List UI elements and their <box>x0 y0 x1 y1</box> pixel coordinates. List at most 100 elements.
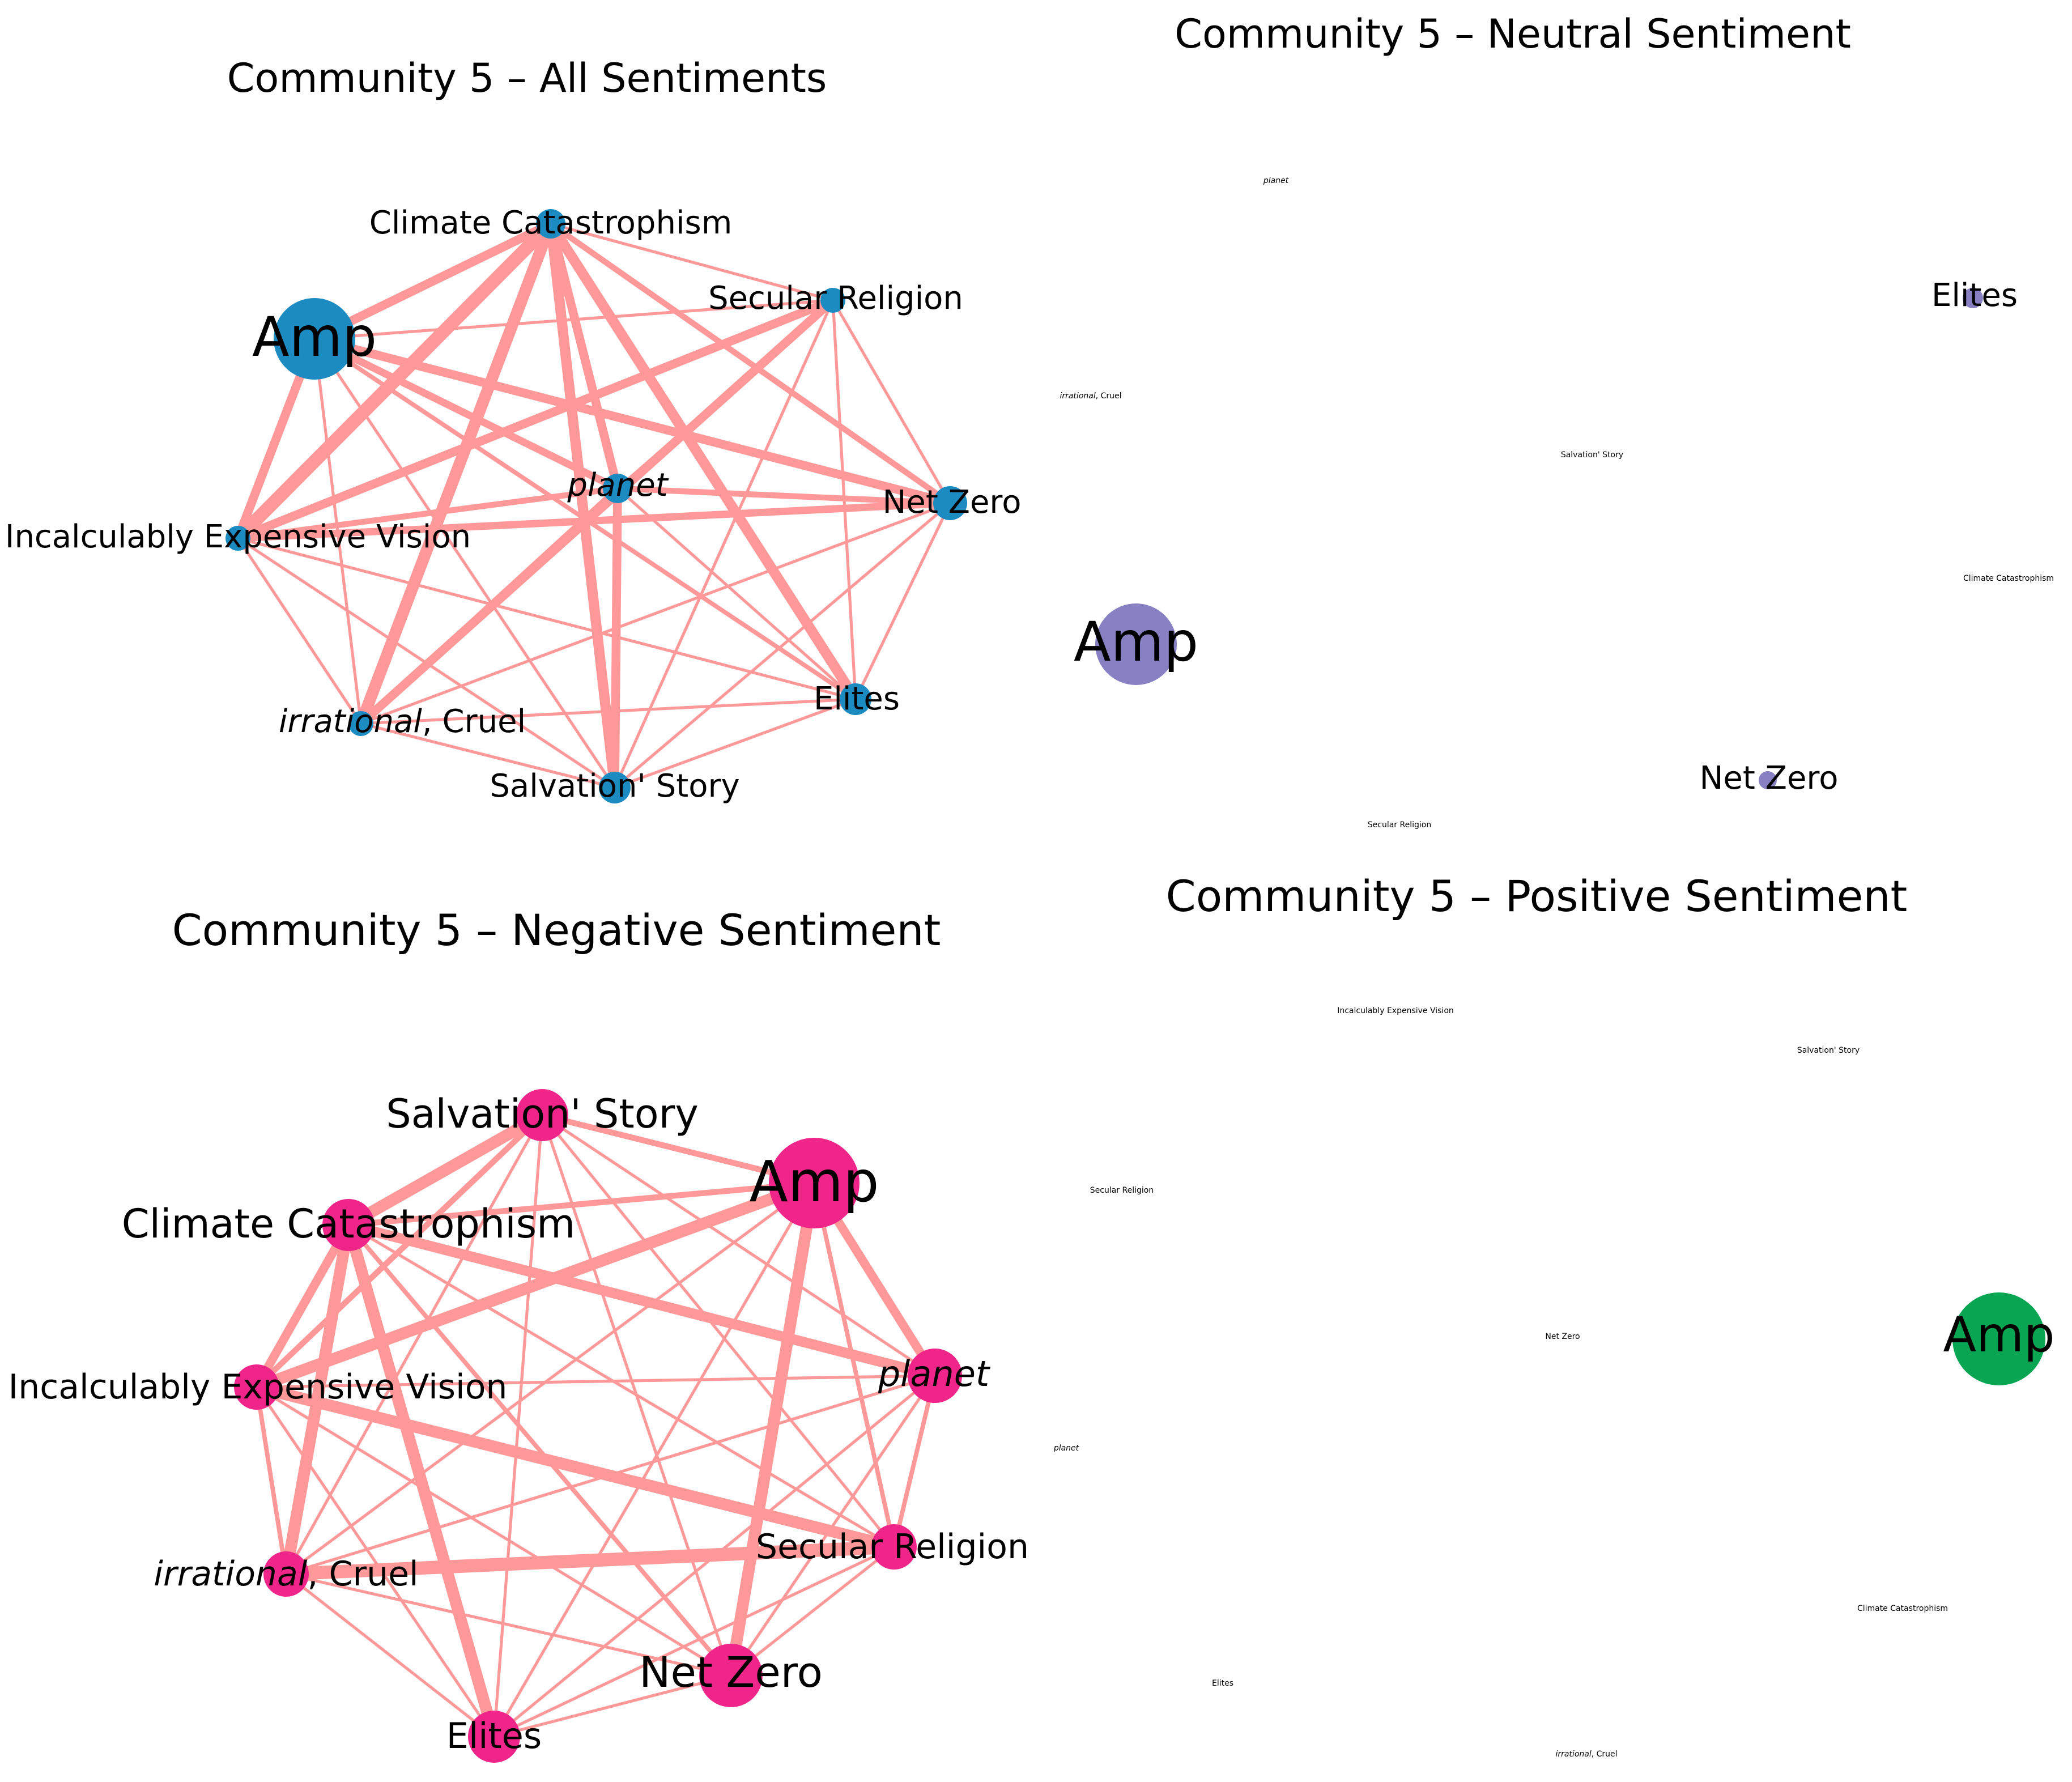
node-secular <box>871 1524 917 1570</box>
edge-incalculably-salvation <box>236 537 616 789</box>
node-label-incalculably: Incalculably Expensive Vision <box>5 518 471 555</box>
panel-title-all: Community 5 – All Sentiments <box>227 55 827 101</box>
node-label-irrational: irrational, Cruel <box>1555 1750 1617 1759</box>
node-label-salvation: Salvation' Story <box>1797 1046 1860 1055</box>
edge-planet-irrational <box>358 485 621 727</box>
edge-amp-secular <box>313 299 835 341</box>
node-climate <box>536 209 565 239</box>
node-label-secular: Secular Religion <box>1090 1186 1154 1195</box>
node-label-amp: Amp <box>749 1149 879 1215</box>
panel-title-positive: Community 5 – Positive Sentiment <box>1166 871 1908 921</box>
edge-secular-netzero <box>831 299 952 505</box>
edge-planet-netzero <box>614 485 954 507</box>
edge-netzero-elites <box>492 1674 733 1738</box>
edge-climate-incalculably <box>252 1220 353 1392</box>
edge-secular-netzero <box>729 1545 896 1677</box>
node-climate <box>322 1199 375 1251</box>
node-amp <box>1095 603 1177 685</box>
node-salvation <box>516 1089 568 1141</box>
edge-incalculably-planet <box>255 1374 937 1389</box>
edge-incalculably-netzero <box>255 1385 733 1677</box>
edge-irrational-elites <box>284 1572 496 1738</box>
edge-amp-climate <box>345 1180 818 1228</box>
edge-salvation-secular <box>541 1113 896 1549</box>
node-label-secular: Secular Religion <box>1368 820 1431 830</box>
edge-netzero-salvation <box>613 501 952 789</box>
node-label-amp: Amp <box>1074 610 1198 674</box>
panel-title-neutral: Community 5 – Neutral Sentiment <box>1175 11 1851 57</box>
panel-neutral-sentiment: Community 5 – Neutral Sentiment Amp Elite… <box>1060 11 2054 830</box>
edge-climate-elites <box>342 1219 500 1743</box>
node-label-amp: Amp <box>1943 1307 2054 1363</box>
node-label-planet: planet <box>878 1353 991 1394</box>
node-label-elites: Elites <box>446 1715 542 1757</box>
edge-salvation-amp <box>539 1112 818 1186</box>
node-label-salvation: Salvation' Story <box>386 1091 699 1137</box>
node-label-irrational: irrational, Cruel <box>1060 392 1121 401</box>
edge-elites-salvation <box>613 698 857 789</box>
panel-positive-sentiment: Community 5 – Positive Sentiment AmpInca… <box>1053 871 2055 1759</box>
edge-amp-netzero <box>725 1177 820 1682</box>
edge-incalculably-irrational <box>236 537 363 725</box>
node-netzero <box>699 1644 763 1707</box>
node-label-planet: planet <box>567 467 669 504</box>
edge-planet-netzero <box>729 1374 937 1677</box>
edge-netzero-elites <box>854 501 952 701</box>
edge-secular-planet <box>616 299 835 490</box>
edge-climate-netzero <box>547 220 954 507</box>
edge-irrational-planet <box>284 1374 937 1576</box>
edge-amp-secular <box>812 1181 896 1549</box>
node-planet <box>603 474 632 503</box>
edge-climate-netzero <box>346 1223 733 1678</box>
edge-secular-incalculably <box>233 296 837 543</box>
node-label-salvation: Salvation' Story <box>490 768 739 805</box>
edge-incalculably-secular <box>250 1381 900 1553</box>
edge-climate-amp <box>310 219 555 343</box>
node-label-salvation: Salvation' Story <box>1561 450 1623 460</box>
node-label-netzero: Net Zero <box>883 484 1022 521</box>
edge-salvation-climate <box>342 1109 548 1231</box>
edge-climate-planet <box>343 1219 941 1381</box>
edge-salvation-incalculably <box>253 1112 546 1390</box>
node-amp <box>1952 1292 2045 1385</box>
node-label-climate: Climate Catastrophism <box>1857 1604 1948 1613</box>
edge-amp-incalculably <box>250 1177 820 1393</box>
node-elites <box>840 683 871 715</box>
panel-negative-sentiment: Community 5 – Negative Sentiment Amp Salv… <box>8 905 1029 1763</box>
edge-planet-secular <box>892 1373 937 1549</box>
edge-irrational-elites <box>359 698 857 725</box>
node-label-climate: Climate Catastrophism <box>369 205 733 241</box>
node-irrational <box>348 711 373 736</box>
panel-title-negative: Community 5 – Negative Sentiment <box>172 905 941 955</box>
edge-planet-incalculably <box>235 485 621 542</box>
edges-negative <box>250 1109 941 1743</box>
edge-incalculably-netzero <box>234 499 954 542</box>
edges-all <box>231 217 955 793</box>
node-label-netzero: Net Zero <box>639 1648 823 1697</box>
edge-amp-irrational <box>284 1181 816 1576</box>
node-netzero <box>933 486 967 520</box>
edge-netzero-irrational <box>359 501 952 725</box>
node-label-climate: Climate Catastrophism <box>1963 574 2054 583</box>
edge-amp-planet <box>310 335 622 492</box>
edge-secular-elites <box>492 1545 896 1738</box>
node-label-netzero: Net Zero <box>1700 760 1839 797</box>
edge-irrational-secular <box>279 1540 901 1581</box>
node-amp <box>769 1138 860 1228</box>
node-planet <box>908 1349 962 1403</box>
node-irrational <box>263 1551 309 1597</box>
panel-all-sentiments: Community 5 – All Sentiments AmpClimate … <box>5 55 1022 805</box>
node-incalculably <box>226 526 250 551</box>
edge-climate-secular <box>347 1223 896 1549</box>
edge-planet-elites <box>616 487 857 701</box>
node-salvation <box>599 772 631 803</box>
node-label-elites: Elites <box>1931 277 2018 314</box>
edge-secular-salvation <box>613 299 835 789</box>
node-label-climate: Climate Catastrophism <box>122 1201 576 1247</box>
node-label-irrational: irrational, Cruel <box>279 703 526 740</box>
